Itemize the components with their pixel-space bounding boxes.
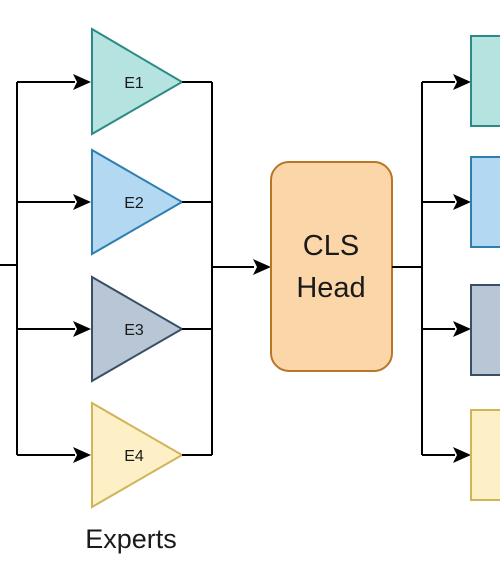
output-arrow-1 xyxy=(422,74,471,90)
input-arrow-e1 xyxy=(17,74,91,90)
expert-output-bus xyxy=(182,81,213,456)
output-arrow-3 xyxy=(422,321,471,337)
output-box-4 xyxy=(470,409,500,501)
output-arrows xyxy=(422,74,471,463)
expert-triangle-e1 xyxy=(91,27,184,136)
input-arrow-e2 xyxy=(17,194,91,210)
output-box-3 xyxy=(470,284,500,376)
output-box-1 xyxy=(470,35,500,127)
input-arrow-e4 xyxy=(17,447,91,463)
cls-head-box xyxy=(270,161,393,372)
expert-triangle-e2 xyxy=(91,148,184,256)
output-boxes xyxy=(470,35,500,501)
output-bus xyxy=(392,82,423,455)
expert-triangle-e3 xyxy=(91,275,184,383)
expert-e3: E3 xyxy=(91,275,184,383)
output-arrow-4 xyxy=(422,447,471,463)
input-arrow-e3 xyxy=(17,321,91,337)
cls-head-label-line1: CLS xyxy=(303,230,359,262)
head-input-arrow xyxy=(212,259,271,275)
expert-e2: E2 xyxy=(91,148,184,256)
expert-e4: E4 xyxy=(91,401,184,509)
expert-label-e2: E2 xyxy=(124,195,144,212)
cls-head-label-line2: Head xyxy=(296,272,365,304)
expert-label-e4: E4 xyxy=(124,448,144,465)
input-arrows xyxy=(17,74,91,463)
input-bus xyxy=(0,82,18,455)
expert-label-e1: E1 xyxy=(124,75,144,92)
expert-label-e3: E3 xyxy=(124,322,144,339)
output-box-2 xyxy=(470,156,500,248)
experts-caption: Experts xyxy=(85,524,177,554)
expert-triangle-e4 xyxy=(91,401,184,509)
output-arrow-2 xyxy=(422,194,471,210)
cls-head: CLS Head xyxy=(270,161,393,372)
expert-e1: E1 xyxy=(91,27,184,136)
